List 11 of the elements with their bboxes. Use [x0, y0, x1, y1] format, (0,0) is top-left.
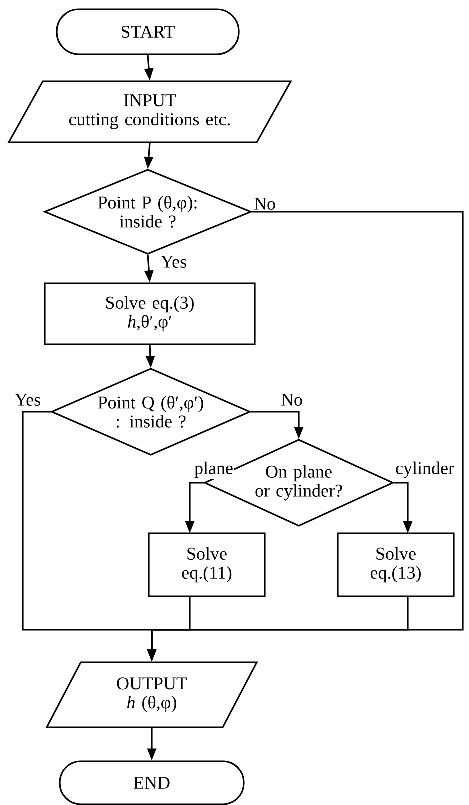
- edge-label: No: [253, 197, 277, 211]
- edge-label: Yes: [160, 255, 188, 269]
- edge-label: cylinder: [394, 460, 456, 480]
- edge-label: No: [280, 393, 304, 407]
- terminal-box: END: [59, 760, 245, 805]
- process-box: Solve eq.(13): [337, 532, 455, 598]
- edge-label: Yes: [14, 393, 42, 407]
- terminal-box: START: [56, 8, 240, 56]
- process-box: Solve eq.(11): [148, 532, 266, 598]
- process-box: Solve eq.(3) h,θ′,φ′: [44, 282, 256, 346]
- edge-label: plane: [194, 460, 234, 480]
